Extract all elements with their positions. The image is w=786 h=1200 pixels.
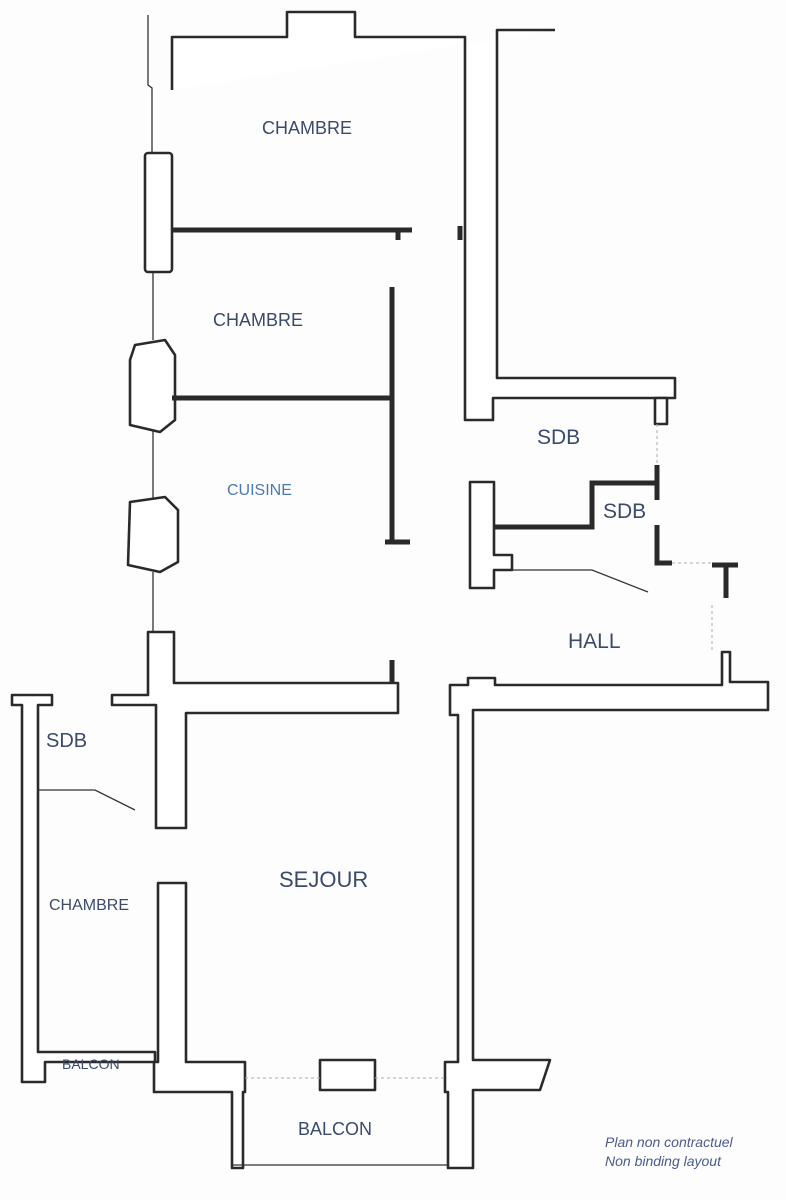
room-label-sdb: SDB — [603, 500, 647, 523]
disclaimer-en: Non binding layout — [605, 1153, 721, 1169]
room-label-chambre: CHAMBRE — [213, 310, 304, 330]
planter — [318, 1058, 377, 1092]
central-wall — [110, 630, 400, 830]
disclaimer: Plan non contractuel Non binding layout — [605, 1133, 733, 1171]
sejour-wall — [152, 881, 247, 1170]
facade-wall — [147, 15, 154, 632]
openings — [656, 424, 713, 650]
room-label-balcon: BALCON — [298, 1119, 373, 1139]
window — [126, 495, 180, 574]
room-label-sdb: SDB — [537, 426, 581, 449]
hall-wall-block — [468, 480, 514, 590]
window — [128, 338, 177, 434]
room-label-sejour: SEJOUR — [279, 867, 369, 892]
door-swing — [38, 789, 136, 811]
room-label-hall: HALL — [568, 630, 621, 653]
room-label-chambre: CHAMBRE — [262, 118, 353, 138]
room-label-chambre: CHAMBRE — [49, 897, 130, 914]
partitions — [172, 226, 463, 545]
corridor-wall — [443, 650, 770, 1170]
room-label-balcon: BALCON — [62, 1056, 120, 1072]
room-label-sdb: SDB — [46, 730, 88, 752]
wall-stub — [653, 396, 669, 426]
left-wall — [10, 693, 157, 1084]
top-bedroom-walls — [170, 10, 677, 422]
disclaimer-fr: Plan non contractuel — [605, 1134, 733, 1150]
door-swing — [512, 569, 649, 593]
window — [143, 151, 174, 274]
room-label-cuisine: CUISINE — [227, 482, 292, 499]
sdb-partitions — [494, 465, 738, 598]
